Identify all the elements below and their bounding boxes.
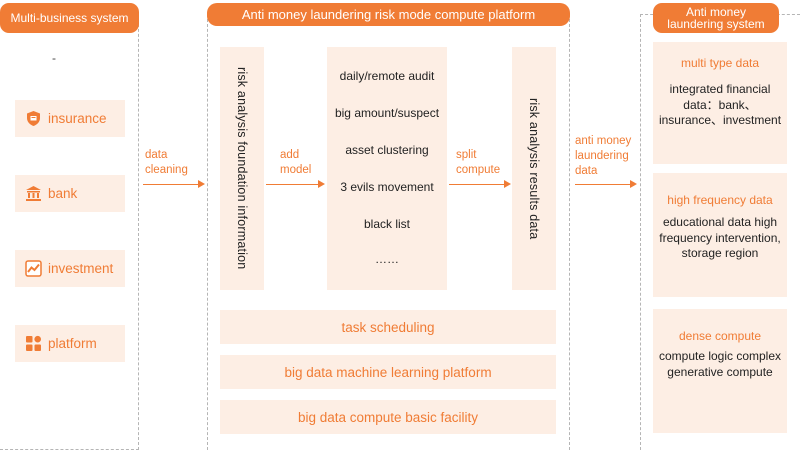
box-body: educational data high frequency interven… bbox=[659, 215, 781, 260]
left-dot: - bbox=[52, 51, 56, 65]
box-body: integrated financial data：bank、insurance… bbox=[658, 82, 782, 127]
left-item-bank[interactable]: bank bbox=[15, 175, 125, 212]
data-cleaning-label: data cleaning bbox=[145, 149, 188, 176]
aml-system-title: Anti money laundering system bbox=[653, 3, 779, 33]
left-item-insurance[interactable]: insurance bbox=[15, 100, 125, 137]
split-compute-label: split compute bbox=[456, 149, 501, 176]
model-item: 3 evils movement bbox=[340, 180, 434, 194]
left-item-label: investment bbox=[48, 261, 114, 276]
add-model-arrowhead bbox=[318, 180, 325, 188]
left-item-investment[interactable]: investment bbox=[15, 250, 125, 287]
left-item-platform[interactable]: platform bbox=[15, 325, 125, 362]
aml-data-label: anti money laundering data bbox=[575, 135, 632, 177]
ml-platform-bar: big data machine learning platform bbox=[220, 355, 556, 389]
model-item: daily/remote audit bbox=[339, 69, 435, 83]
investment-chart-icon bbox=[25, 260, 42, 277]
data-cleaning-arrowhead bbox=[198, 180, 205, 188]
left-item-label: insurance bbox=[48, 111, 107, 126]
insurance-shield-icon bbox=[25, 110, 42, 127]
platform-grid-icon bbox=[25, 335, 42, 352]
model-item: asset clustering bbox=[345, 143, 429, 157]
high-frequency-data-box: high frequency data educational data hig… bbox=[653, 173, 787, 297]
model-item: big amount/suspect bbox=[334, 106, 440, 120]
add-model-arrow bbox=[266, 184, 319, 185]
add-model-label: add model bbox=[280, 149, 312, 176]
bank-building-icon bbox=[25, 185, 42, 202]
model-item: black list bbox=[363, 217, 410, 231]
model-list-box: daily/remote audit big amount/suspect as… bbox=[327, 47, 447, 290]
left-item-label: bank bbox=[48, 186, 78, 201]
box-title: high frequency data bbox=[667, 193, 773, 207]
dense-compute-box: dense compute compute logic complex gene… bbox=[653, 309, 787, 433]
multi-business-column bbox=[0, 14, 139, 450]
risk-foundation-box: risk analysis foundation information bbox=[220, 47, 264, 290]
platform-title: Anti money laundering risk mode compute … bbox=[207, 3, 570, 26]
model-item: …… bbox=[375, 252, 399, 266]
multi-business-title: Multi-business system bbox=[0, 3, 139, 33]
split-compute-arrowhead bbox=[504, 180, 511, 188]
box-body: compute logic complex generative compute bbox=[658, 349, 782, 379]
data-cleaning-arrow bbox=[143, 184, 199, 185]
risk-results-box: risk analysis results data bbox=[512, 47, 556, 290]
aml-data-arrowhead bbox=[630, 180, 637, 188]
left-item-label: platform bbox=[48, 336, 97, 351]
task-scheduling-bar: task scheduling bbox=[220, 310, 556, 344]
split-compute-arrow bbox=[449, 184, 505, 185]
box-title: multi type data bbox=[680, 56, 760, 70]
aml-data-arrow bbox=[575, 184, 631, 185]
compute-facility-bar: big data compute basic facility bbox=[220, 400, 556, 434]
box-title: dense compute bbox=[678, 329, 762, 343]
multi-type-data-box: multi type data integrated financial dat… bbox=[653, 42, 787, 164]
